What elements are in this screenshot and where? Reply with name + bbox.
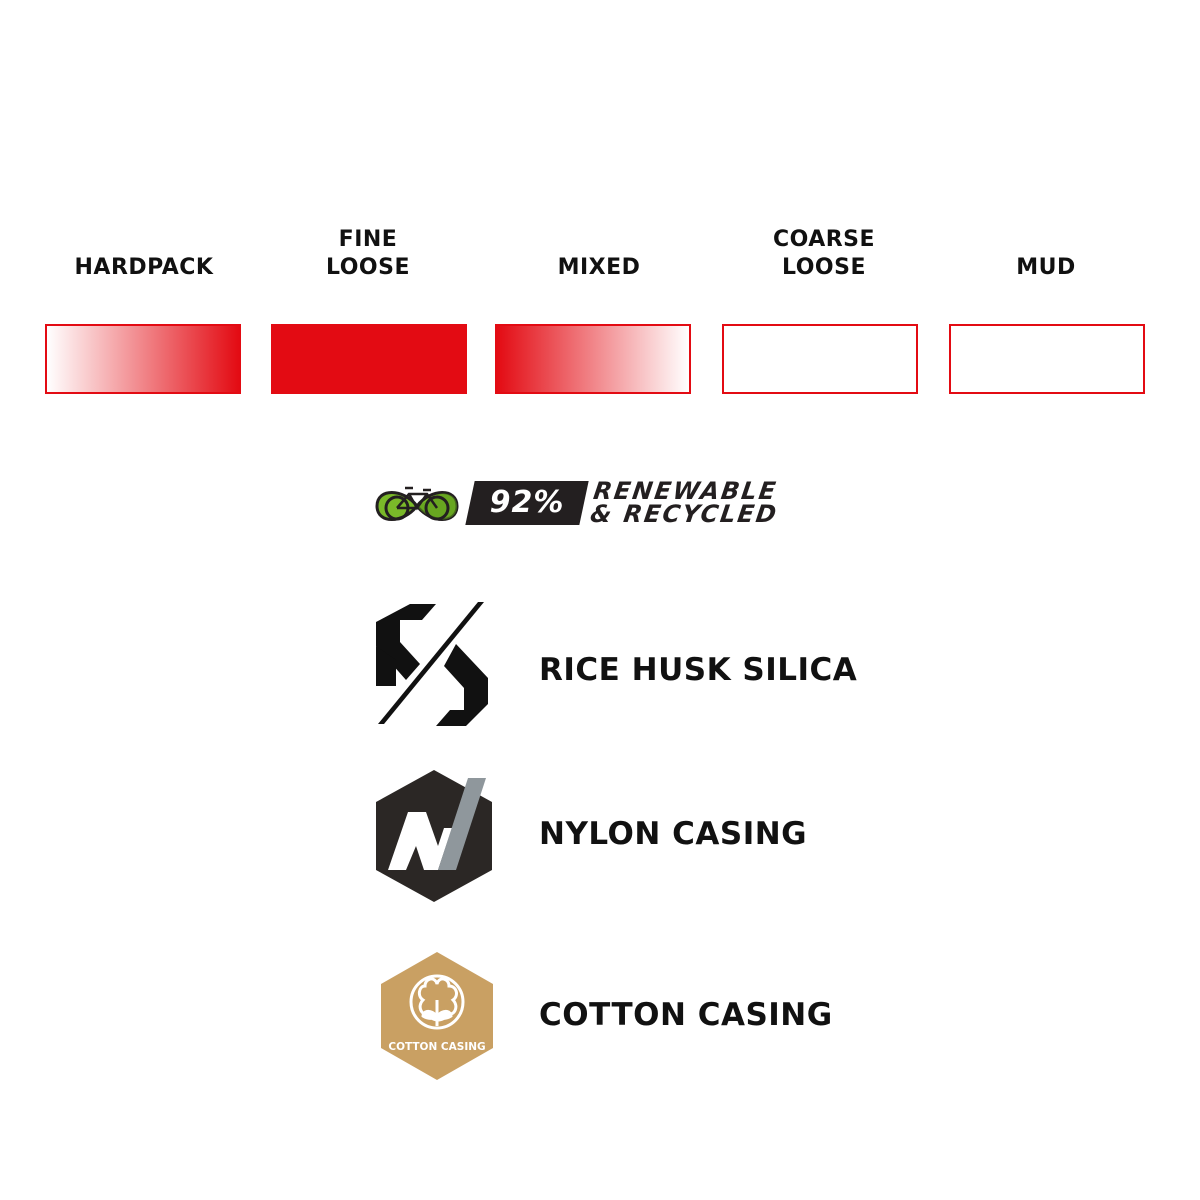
terrain-bar-fine-loose <box>271 324 467 394</box>
terrain-bar-mud <box>949 324 1145 394</box>
cotton-icon-text: COTTON CASING <box>388 1041 485 1053</box>
eco-percent: 92% <box>489 485 565 520</box>
terrain-label-hardpack: HARDPACK <box>74 255 214 280</box>
terrain-bar-mixed <box>495 324 691 394</box>
cotton-casing-icon: COTTON CASING <box>375 950 499 1082</box>
eco-line-2: & RECYCLED <box>588 500 780 528</box>
terrain-bar-coarse-loose <box>722 324 918 394</box>
terrain-label-fine-loose: FINE LOOSE <box>325 227 410 280</box>
bike-recycle-icon <box>373 478 461 528</box>
eco-badge-text: RENEWABLE & RECYCLED <box>588 477 783 528</box>
terrain-label-mud: MUD <box>1016 255 1076 280</box>
terrain-label-coarse-loose: COARSE LOOSE <box>772 227 876 280</box>
feature-label-nylon-casing: NYLON CASING <box>539 816 808 852</box>
feature-label-rice-husk-silica: RICE HUSK SILICA <box>539 652 858 688</box>
nylon-casing-icon <box>372 768 496 902</box>
terrain-bar-hardpack <box>45 324 241 394</box>
rice-husk-silica-icon <box>370 600 494 732</box>
terrain-label-mixed: MIXED <box>557 255 641 280</box>
feature-label-cotton-casing: COTTON CASING <box>539 997 833 1033</box>
